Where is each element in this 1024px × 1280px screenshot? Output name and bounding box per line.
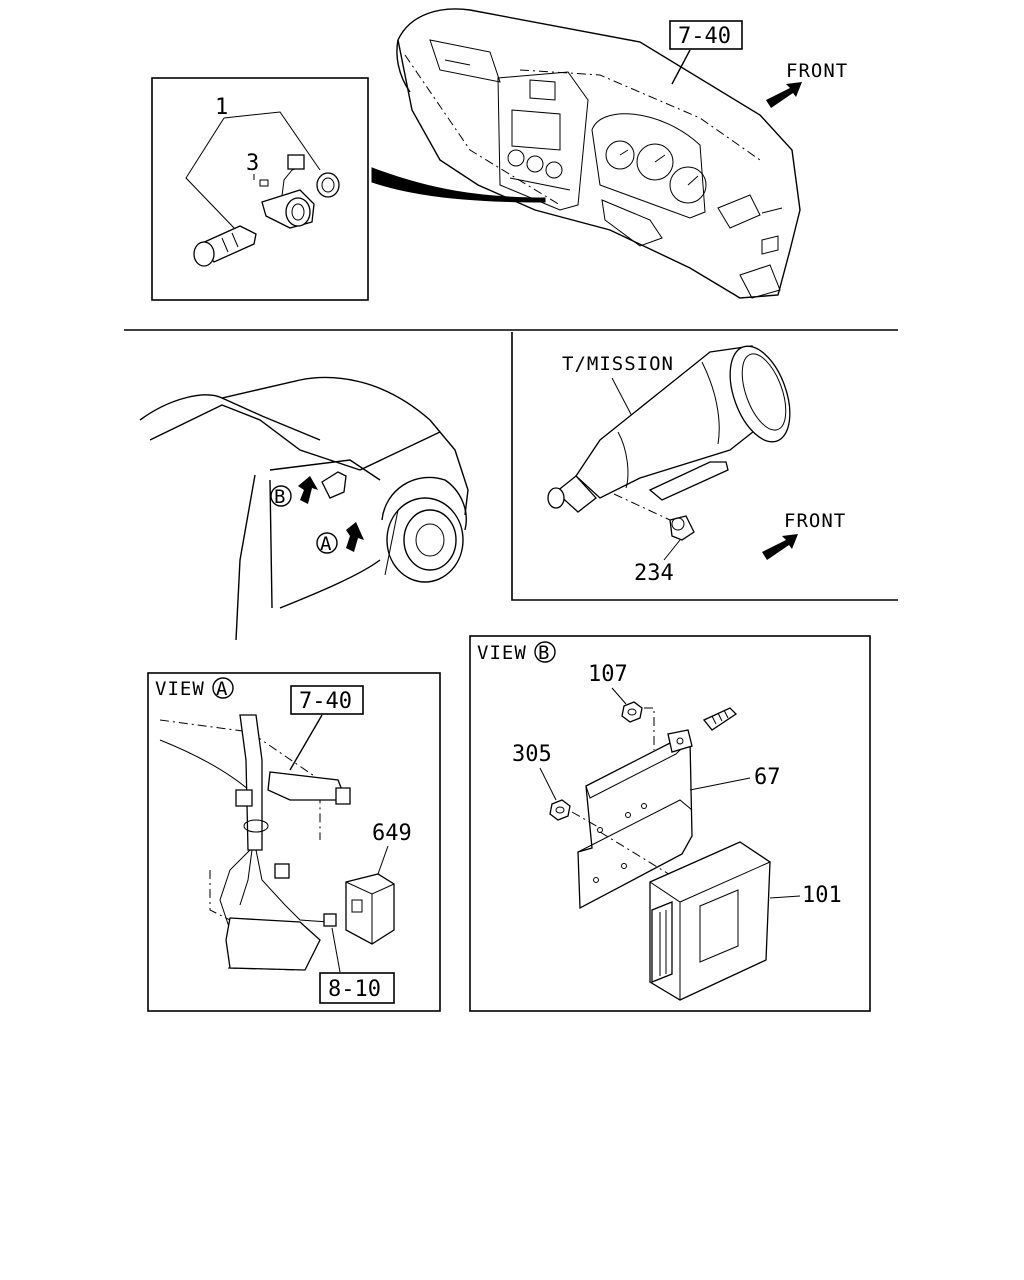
marker-b-label: B xyxy=(274,486,286,508)
control-unit-101-label: 101 xyxy=(802,883,842,908)
marker-a-label: A xyxy=(320,533,332,555)
relay-649-label: 649 xyxy=(372,821,412,846)
view-b-title: VIEW xyxy=(477,642,527,664)
pointer-arrow xyxy=(371,167,546,203)
lighter-element-label: 3 xyxy=(246,151,259,176)
front-arrow-icon xyxy=(762,534,798,560)
lighter-assy-label: 1 xyxy=(215,95,228,120)
cab-section: B A xyxy=(139,376,469,641)
bracket-67-label: 67 xyxy=(754,765,781,790)
front-label-top: FRONT xyxy=(786,60,848,82)
nut-305-label: 305 xyxy=(512,742,552,767)
front-arrow-icon xyxy=(766,82,802,108)
view-a-panel: VIEW A 7-40 649 8-10 xyxy=(147,672,441,1012)
front-label-mid: FRONT xyxy=(784,510,846,532)
transmission-section: T/MISSION 234 FRONT xyxy=(511,332,898,601)
dashboard-ref-label: 7-40 xyxy=(678,24,731,49)
view-a-ref-label: 7-40 xyxy=(299,689,352,714)
view-arrow-icon xyxy=(346,522,364,552)
view-b-letter: B xyxy=(538,642,550,664)
front-indicator-top: FRONT xyxy=(766,60,848,108)
dashboard-section xyxy=(371,8,801,299)
nut-107-label: 107 xyxy=(588,662,628,687)
dashboard-callout: 7-40 xyxy=(669,20,743,85)
sensor-234-label: 234 xyxy=(634,561,674,586)
lighter-inset: 1 3 xyxy=(151,77,369,301)
view-arrow-icon xyxy=(298,476,318,504)
transmission-label: T/MISSION xyxy=(562,353,674,375)
view-a-letter: A xyxy=(216,678,228,700)
harness-ref-label: 8-10 xyxy=(328,977,381,1002)
view-b-panel: VIEW B 107 67 305 xyxy=(469,635,871,1012)
view-a-title: VIEW xyxy=(155,678,205,700)
